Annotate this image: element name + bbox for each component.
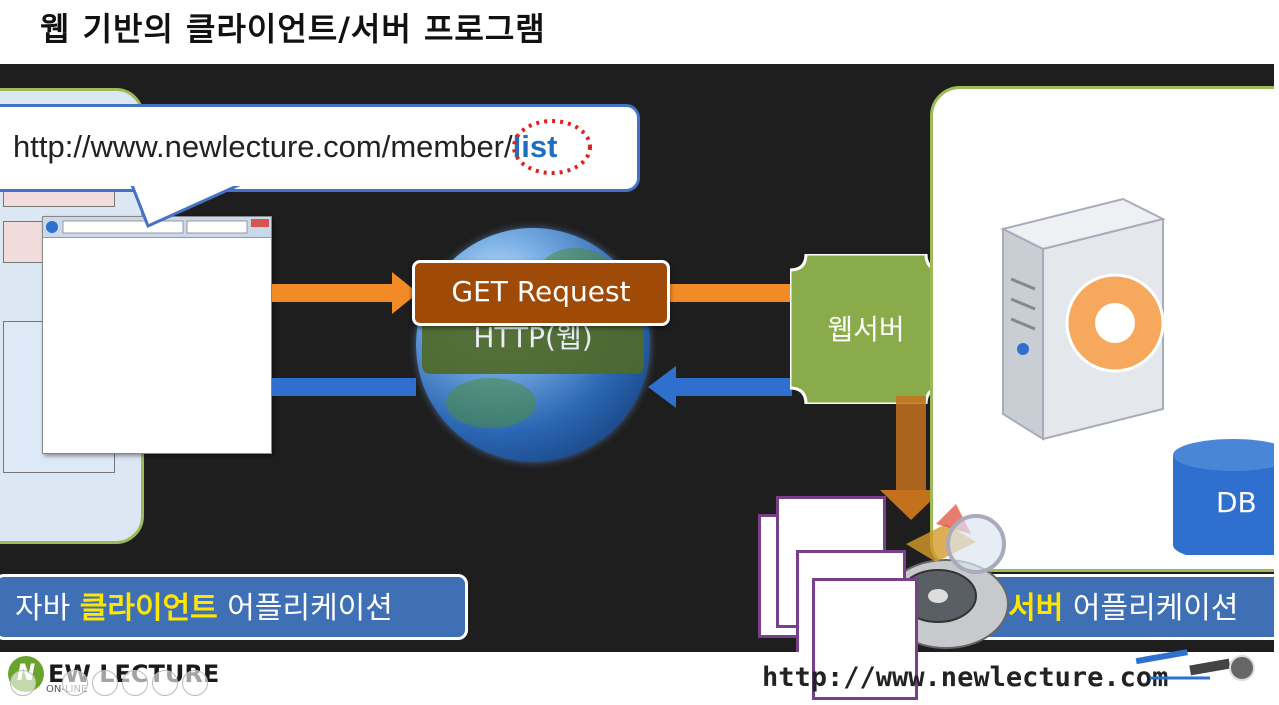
- callout-pointer: [126, 180, 254, 229]
- slide-title: 웹 기반의 클라이언트/서버 프로그램: [40, 10, 546, 48]
- web-server-label: 웹서버: [827, 313, 905, 346]
- request-arrow: [666, 284, 790, 302]
- code-arrow: [896, 396, 926, 496]
- client-app-highlight: 클라이언트: [79, 591, 218, 626]
- disc-icon: [1065, 273, 1165, 373]
- server-app-panel: [930, 86, 1274, 572]
- zoom-button[interactable]: [152, 670, 178, 696]
- server-app-suffix: 어플리케이션: [1063, 591, 1239, 626]
- client-app-prefix: 자바: [15, 591, 80, 626]
- pen-tool-button[interactable]: [92, 670, 118, 696]
- code-arrow-head: [880, 490, 942, 520]
- browser-window-icon: [42, 216, 272, 454]
- url-callout: http://www.newlecture.com/member/list: [0, 104, 640, 192]
- prev-slide-button[interactable]: [10, 670, 36, 696]
- client-app-suffix: 어플리케이션: [217, 591, 393, 626]
- highlight-circle: [512, 119, 592, 175]
- more-options-button[interactable]: [182, 670, 208, 696]
- url-prefix: http://www.newlecture.com/member/: [13, 129, 513, 164]
- response-arrow: [272, 378, 416, 396]
- response-arrow: [672, 378, 792, 396]
- url-highlight: list: [512, 129, 558, 164]
- slide-menu-button[interactable]: [62, 670, 88, 696]
- get-request-label: GET Request: [412, 260, 670, 326]
- db-label: DB: [1216, 486, 1257, 519]
- document-icon: [812, 578, 918, 700]
- request-arrow-head: [392, 272, 418, 314]
- footer-url: http://www.newlecture.com: [762, 662, 1169, 693]
- diagram-stage: http://www.newlecture.com/member/list HT…: [0, 64, 1274, 652]
- response-arrow-head: [648, 366, 676, 408]
- database-icon: [1173, 439, 1274, 555]
- globe-land: [446, 378, 536, 428]
- slides-view-button[interactable]: [122, 670, 148, 696]
- request-url: http://www.newlecture.com/member/list: [13, 129, 557, 165]
- footer-decoration-graphic: [1135, 649, 1255, 681]
- magnifier-icon: [946, 514, 1006, 574]
- client-app-label: 자바 클라이언트 어플리케이션: [0, 574, 468, 640]
- server-app-highlight: 서버: [1008, 591, 1064, 626]
- request-arrow: [272, 284, 396, 302]
